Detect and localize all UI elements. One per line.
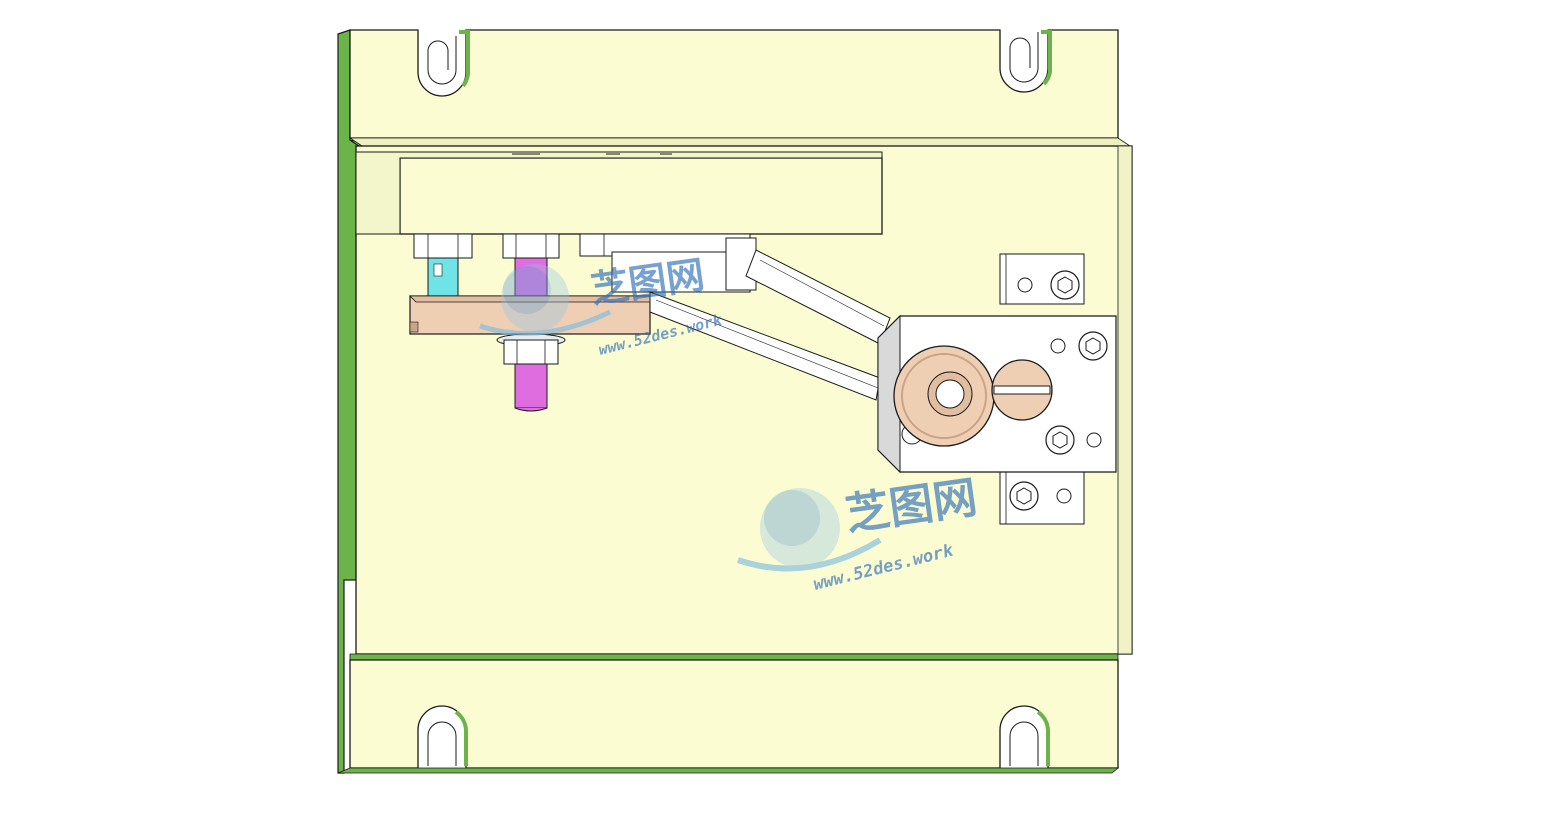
- raised-block: [355, 151, 883, 235]
- slotted-screw: [991, 359, 1053, 421]
- hex-nut-middle: [502, 233, 560, 259]
- copper-bar: [409, 295, 657, 335]
- copper-bushing: [893, 345, 995, 447]
- screw-top-right: [1050, 270, 1080, 300]
- magenta-ejector-pin: [514, 257, 548, 412]
- top-clamp-plate: [348, 29, 1132, 147]
- bottom-clamp-plate: [337, 653, 1120, 774]
- globe-icon: [737, 488, 882, 572]
- washer-nut: [496, 333, 566, 365]
- screw-lower-block: [1045, 425, 1102, 455]
- slider-bracket: [579, 233, 757, 293]
- cyan-guide-pin: [427, 257, 459, 297]
- hex-nut-left: [413, 233, 473, 259]
- screw-upper-block: [1050, 331, 1108, 361]
- screw-hole-top-left: [1017, 277, 1033, 293]
- screw-bottom-left: [1009, 481, 1072, 511]
- globe-icon: [479, 264, 612, 336]
